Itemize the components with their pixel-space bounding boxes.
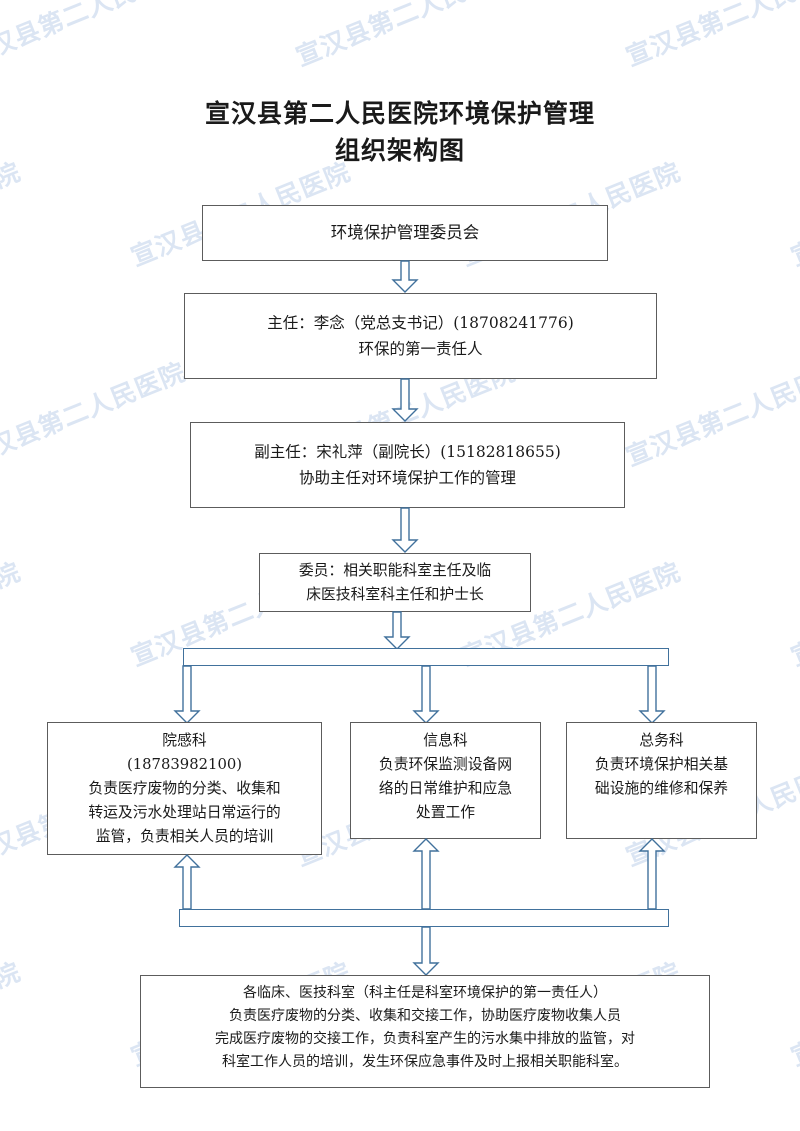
node-deputy-director[interactable]: 副主任：宋礼萍（副院长）(15182818655) 协助主任对环境保护工作的管理: [190, 422, 625, 508]
arrow-deputy-to-members: [390, 507, 420, 553]
node-clinical-line-1: 负责医疗废物的分类、收集和交接工作，协助医疗废物收集人员: [229, 1008, 621, 1024]
node-deputy-line-0: 副主任：宋礼萍（副院长）(15182818655): [254, 443, 561, 461]
node-dept-infection-line-2: 负责医疗废物的分类、收集和: [88, 780, 281, 797]
node-clinical-departments[interactable]: 各临床、医技科室（科主任是科室环境保护的第一责任人） 负责医疗废物的分类、收集和…: [140, 975, 710, 1088]
node-deputy-line-1: 协助主任对环境保护工作的管理: [298, 469, 516, 487]
convergence-bar: [179, 909, 669, 927]
node-dept-infection-line-0: 院感科: [162, 732, 207, 749]
node-clinical-line-3: 科室工作人员的培训，发生环保应急事件及时上报相关职能科室。: [222, 1054, 628, 1070]
node-director-line-0: 主任：李念（党总支书记）(18708241776): [267, 314, 574, 332]
node-dept-general-affairs[interactable]: 总务科 负责环境保护相关基 础设施的维修和保养: [566, 722, 757, 839]
node-dept-general-line-0: 总务科: [639, 732, 684, 749]
node-dept-infection-line-4: 监管，负责相关人员的培训: [95, 828, 274, 845]
arrow-dept-information-to-convergence-bar: [411, 838, 441, 910]
arrow-dept-general-affairs-to-convergence-bar: [637, 838, 667, 910]
node-dept-infection-line-1: (18783982100): [126, 756, 243, 773]
node-dept-information[interactable]: 信息科 负责环保监测设备网 络的日常维护和应急 处置工作: [350, 722, 541, 839]
node-clinical-line-2: 完成医疗废物的交接工作，负责科室产生的污水集中排放的监管，对: [215, 1031, 635, 1047]
node-dept-information-line-1: 负责环保监测设备网: [378, 756, 513, 773]
page-title-line1: 宣汉县第二人民医院环境保护管理: [204, 99, 595, 128]
arrow-dept-infection-to-convergence-bar: [172, 854, 202, 910]
node-dept-information-line-0: 信息科: [423, 732, 468, 749]
arrow-members-to-distribution-bar: [382, 611, 412, 650]
arrow-director-to-deputy: [390, 378, 420, 422]
node-dept-general-line-2: 础设施的维修和保养: [594, 780, 729, 797]
arrow-convergence-bar-to-clinical: [411, 926, 441, 976]
node-dept-infection-line-3: 转运及污水处理站日常运行的: [88, 804, 281, 821]
node-committee[interactable]: 环境保护管理委员会: [202, 205, 608, 261]
node-members-line-0: 委员：相关职能科室主任及临: [298, 561, 492, 579]
arrow-bar-to-dept-general-affairs: [637, 665, 667, 724]
node-dept-information-line-2: 络的日常维护和应急: [378, 780, 513, 797]
node-dept-infection[interactable]: 院感科 (18783982100) 负责医疗废物的分类、收集和 转运及污水处理站…: [47, 722, 322, 855]
node-director[interactable]: 主任：李念（党总支书记）(18708241776) 环保的第一责任人: [184, 293, 657, 379]
node-clinical-line-0: 各临床、医技科室（科主任是科室环境保护的第一责任人）: [243, 985, 607, 1001]
node-dept-general-line-1: 负责环境保护相关基: [594, 756, 729, 773]
distribution-bar: [183, 648, 669, 666]
node-dept-information-line-3: 处置工作: [415, 804, 476, 821]
node-director-line-1: 环保的第一责任人: [358, 340, 483, 358]
arrow-committee-to-director: [390, 260, 420, 293]
node-members-line-1: 床医技科室科主任和护士长: [306, 585, 484, 603]
arrow-bar-to-dept-information: [411, 665, 441, 724]
node-committee-line-0: 环境保护管理委员会: [330, 223, 480, 242]
page-title: 宣汉县第二人民医院环境保护管理 组织架构图: [0, 95, 800, 169]
node-members[interactable]: 委员：相关职能科室主任及临 床医技科室科主任和护士长: [259, 553, 531, 612]
arrow-bar-to-dept-infection: [172, 665, 202, 724]
page-title-line2: 组织架构图: [334, 136, 465, 165]
